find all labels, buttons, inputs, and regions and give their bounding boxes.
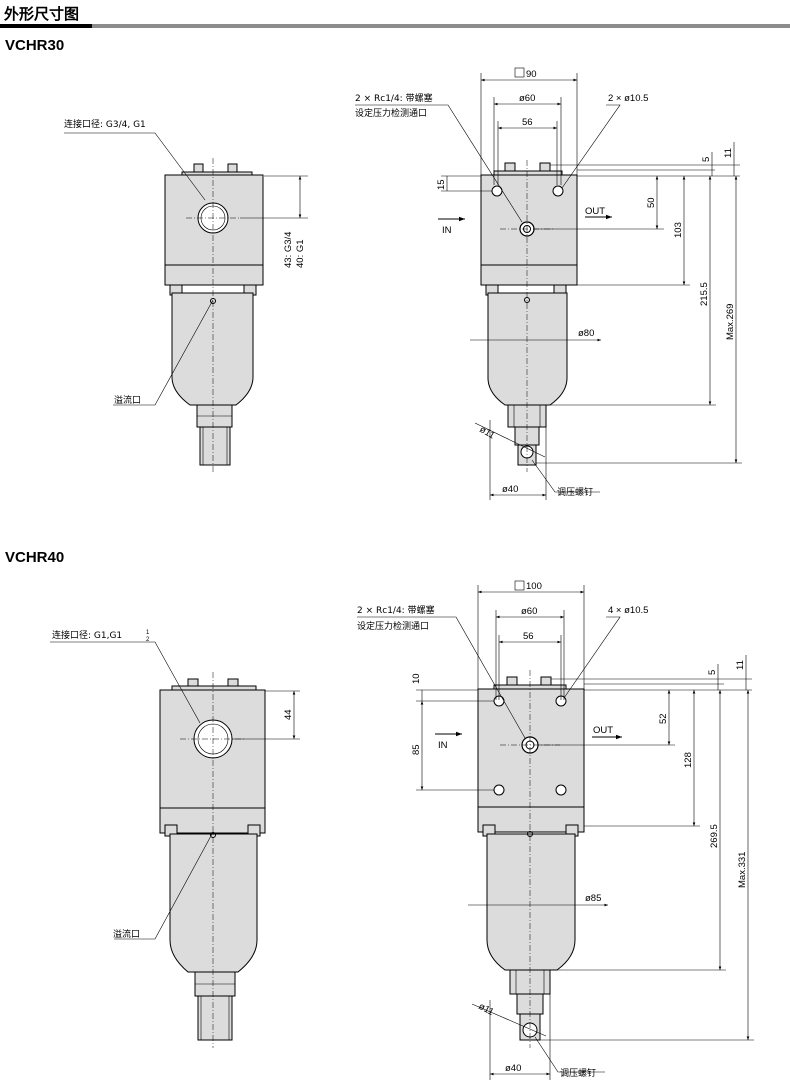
- vchr40-overflow-label: 溢流口: [113, 928, 140, 940]
- vchr30-dim-max: Max.269: [725, 304, 736, 340]
- vchr30-dim-square: 90: [526, 69, 537, 80]
- vchr30-side-view: [355, 67, 742, 500]
- vchr30-mount-hole-label: 2 × ø10.5: [608, 93, 648, 104]
- vchr40-dim-128: 128: [683, 752, 694, 768]
- vchr30-dim-103: 103: [673, 222, 684, 238]
- vchr40-dim-max: Max.331: [737, 852, 748, 888]
- vchr40-gauge-port-label-1: 2 × Rc1/4: 带螺塞: [357, 604, 435, 616]
- vchr40-side-bowl: [486, 833, 576, 971]
- vchr30-dim-top-1: 5: [701, 157, 712, 162]
- vchr40-dim-10: 10: [411, 673, 422, 684]
- vchr40-mount-hole-label: 4 × ø10.5: [608, 605, 648, 616]
- vchr40-dim-knob: ø11: [477, 1001, 496, 1018]
- vchr40-dim-top-2: 11: [735, 660, 746, 670]
- vchr30-dim-knob: ø11: [478, 424, 497, 441]
- vchr40-dim-2695: 269.5: [709, 824, 720, 848]
- vchr40-front-bowl: [169, 833, 258, 973]
- vchr40-dim-top-1: 5: [707, 670, 718, 675]
- vchr30-front-view: [64, 132, 308, 472]
- vchr40-port-fraction-den: 2: [146, 637, 150, 643]
- model-title-vchr30: VCHR30: [5, 37, 65, 54]
- page-title: 外形尺寸图: [4, 5, 80, 23]
- vchr40-dim-square: 100: [526, 581, 542, 592]
- vchr40-port-label: 连接口径: G1,G1: [52, 629, 122, 641]
- vchr30-dim-bowl: ø80: [578, 328, 594, 339]
- vchr30-port-label: 连接口径: G3/4, G1: [64, 118, 146, 130]
- vchr30-dim-pitch: 56: [522, 117, 533, 128]
- vchr40-dim-pcd: ø60: [521, 606, 537, 617]
- vchr30-gauge-port-label-2: 设定压力检测通口: [355, 107, 427, 119]
- vchr40-screw-label: 调压螺钉: [560, 1068, 596, 1079]
- vchr30-in-label: IN: [442, 225, 452, 236]
- vchr30-side-bowl: [487, 292, 568, 406]
- vchr30-out-label: OUT: [585, 206, 605, 217]
- vchr40-side-view: [357, 580, 754, 1080]
- model-title-vchr40: VCHR40: [5, 549, 65, 566]
- vchr30-dim-pcd: ø60: [519, 93, 535, 104]
- vchr30-dim-port-height-2: 40: G1: [295, 239, 306, 268]
- vchr30-dim-50: 50: [646, 197, 657, 208]
- vchr30-overflow-label: 溢流口: [114, 394, 141, 406]
- vchr30-front-bowl: [171, 292, 254, 406]
- title-rule: [0, 24, 790, 28]
- vchr30-dim-15: 15: [436, 179, 447, 190]
- vchr40-dim-52: 52: [658, 713, 669, 724]
- vchr40-dim-port-height: 44: [283, 709, 294, 720]
- vchr30-dim-port-height: 43: G3/4: [283, 232, 294, 268]
- vchr40-dim-pitch: 56: [523, 631, 534, 642]
- vchr40-in-label: IN: [438, 740, 448, 751]
- title-rule-accent: [0, 24, 92, 28]
- vchr30-dim-nut: ø40: [502, 484, 518, 495]
- vchr30-dim-top-2: 11: [723, 148, 734, 158]
- vchr40-out-label: OUT: [593, 725, 613, 736]
- vchr40-dim-nut: ø40: [505, 1063, 521, 1074]
- vchr30-gauge-port-label-1: 2 × Rc1/4: 带螺塞: [355, 92, 433, 104]
- vchr30-screw-label: 调压螺钉: [557, 487, 593, 498]
- vchr30-dim-2155: 215.5: [699, 282, 710, 306]
- vchr40-port-fraction-num: 1: [146, 630, 150, 636]
- vchr40-front-view: [50, 641, 300, 1048]
- vchr40-gauge-port-label-2: 设定压力检测通口: [357, 620, 429, 632]
- vchr40-dim-85: 85: [411, 744, 422, 755]
- vchr40-dim-bowl: ø85: [585, 893, 601, 904]
